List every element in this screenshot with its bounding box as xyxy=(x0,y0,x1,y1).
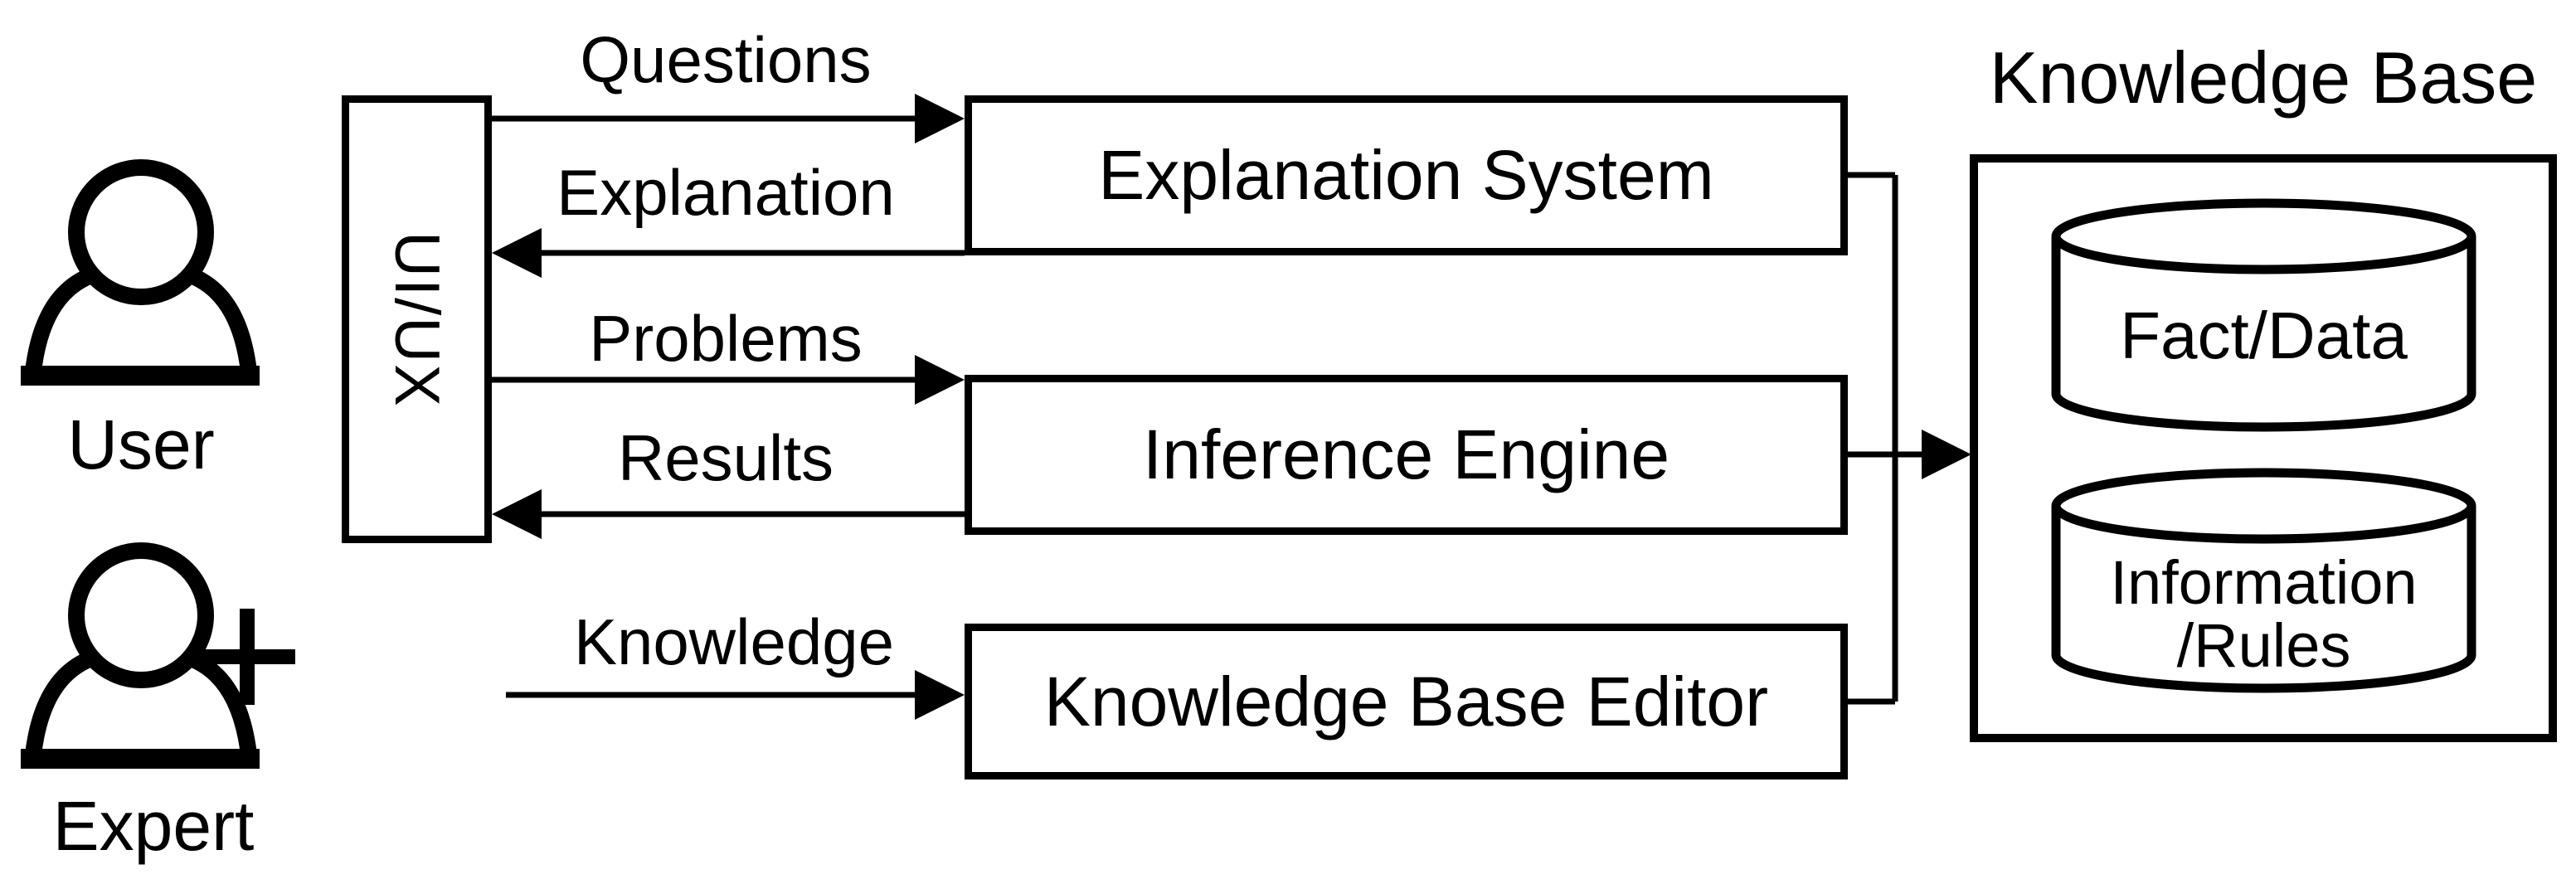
fact-data-cylinder-icon xyxy=(2051,198,2476,432)
knowledge-base-bus xyxy=(1848,172,1971,705)
questions-arrow xyxy=(492,94,965,143)
rules-label: /Rules xyxy=(2176,611,2351,680)
plus-icon xyxy=(199,609,295,705)
information-label: Information xyxy=(2110,548,2418,617)
knowledge-flow-label: Knowledge xyxy=(574,605,894,678)
person-icon xyxy=(21,159,260,386)
arrowhead-right-icon xyxy=(915,355,965,405)
person-plus-icon xyxy=(21,542,295,769)
problems-arrow xyxy=(492,355,965,405)
arrowhead-left-icon xyxy=(492,489,542,539)
user-label: User xyxy=(67,406,215,483)
questions-flow-label: Questions xyxy=(580,23,872,96)
arrowhead-right-icon xyxy=(915,94,965,143)
explanation-flow-label: Explanation xyxy=(557,156,895,229)
knowledge-base-editor-box: Knowledge Base Editor xyxy=(965,624,1848,779)
explanation-arrow xyxy=(492,228,965,278)
arrowhead-right-icon xyxy=(915,670,965,720)
expert-label: Expert xyxy=(52,787,255,865)
knowledge-base-editor-label: Knowledge Base Editor xyxy=(1043,662,1769,741)
information-rules-cylinder-icon xyxy=(2051,468,2476,693)
fact-data-label: Fact/Data xyxy=(2120,299,2408,372)
problems-flow-label: Problems xyxy=(589,302,863,375)
results-arrow xyxy=(492,489,965,539)
knowledge-base-title: Knowledge Base xyxy=(1989,36,2538,119)
arrowhead-left-icon xyxy=(492,228,542,278)
inference-engine-box: Inference Engine xyxy=(965,375,1848,535)
explanation-system-box: Explanation System xyxy=(965,95,1848,255)
results-flow-label: Results xyxy=(617,421,834,494)
knowledge-base-box xyxy=(1970,154,2557,742)
uiux-label: UI/UX xyxy=(382,231,453,408)
uiux-interface-box: UI/UX xyxy=(342,95,492,543)
inference-engine-label: Inference Engine xyxy=(1142,415,1670,493)
arrowhead-right-icon xyxy=(1922,430,1971,479)
explanation-system-label: Explanation System xyxy=(1098,136,1714,214)
knowledge-arrow xyxy=(506,670,965,720)
